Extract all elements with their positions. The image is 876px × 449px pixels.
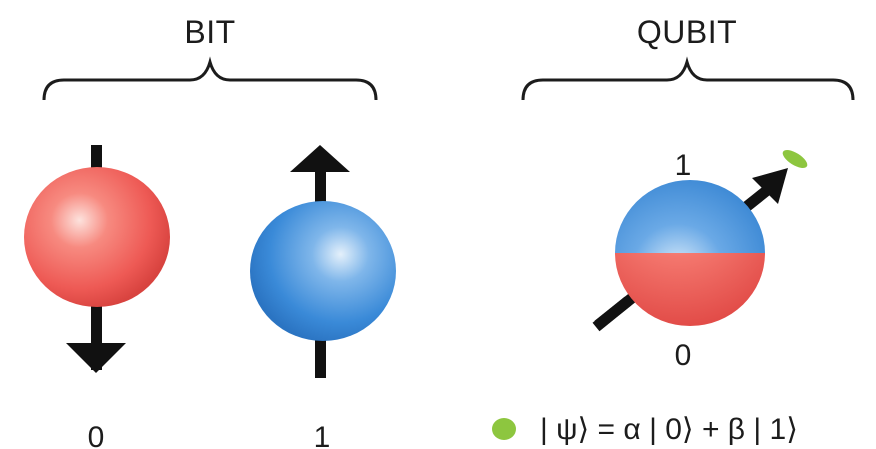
- qubit-pole-bottom-label: 0: [675, 339, 692, 372]
- formula-marker-dot: [492, 418, 516, 440]
- qubit-state-marker: [782, 150, 808, 168]
- bit-brace: [42, 56, 378, 101]
- qubit-pole-top-label: 1: [675, 149, 692, 182]
- qubit-arrow-head-icon: [752, 168, 788, 204]
- bit-one-label: 1: [314, 421, 331, 449]
- bit-one-sphere: [250, 201, 396, 341]
- bit-zero-label: 0: [88, 421, 105, 449]
- qubit-brace: [521, 56, 855, 101]
- qubit-formula: | ψ⟩ = α | 0⟩ + β | 1⟩: [540, 413, 798, 446]
- qubit-arrow-tail: [592, 296, 632, 332]
- bit-zero-sphere: [24, 167, 170, 307]
- qubit-sphere: [615, 180, 765, 326]
- qubit-title: QUBIT: [637, 14, 737, 50]
- bit-title: BIT: [184, 14, 235, 50]
